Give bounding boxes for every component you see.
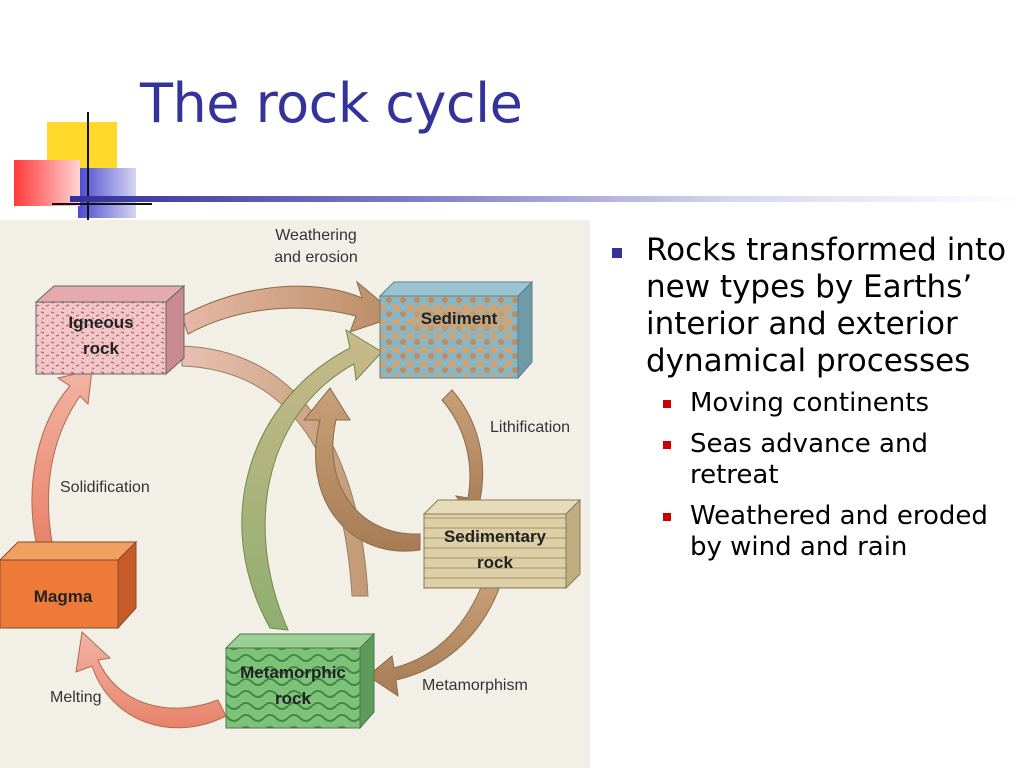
process-weathering-line1: Weathering xyxy=(275,227,357,244)
sedimentary-label-line1: Sedimentary xyxy=(444,527,547,546)
slide-title: The rock cycle xyxy=(140,72,523,135)
node-metamorphic-rock: Metamorphic rock xyxy=(224,632,376,730)
process-weathering-line2: and erosion xyxy=(274,249,358,266)
igneous-label-line2: rock xyxy=(83,339,119,358)
square-bullet-icon xyxy=(663,513,671,521)
metamorphic-label-line1: Metamorphic xyxy=(240,663,346,682)
igneous-label-line1: Igneous xyxy=(68,313,133,332)
title-underline xyxy=(70,196,1024,202)
magma-label: Magma xyxy=(34,587,93,606)
node-magma: Magma xyxy=(0,540,138,630)
sub-bullet-text: Weathered and eroded by wind and rain xyxy=(690,501,988,562)
sedimentary-label-line2: rock xyxy=(477,553,513,572)
sedimentary-weathering-arrow xyxy=(302,387,421,552)
process-lithification: Lithification xyxy=(490,419,570,436)
melting-arrow xyxy=(75,630,227,729)
sub-bullet: Seas advance and retreat xyxy=(608,429,1018,491)
sub-bullet-text: Moving continents xyxy=(690,388,929,418)
main-bullet: Rocks transformed into new types by Eart… xyxy=(608,232,1018,380)
decor-red-square xyxy=(14,160,80,206)
sediment-label: Sediment xyxy=(421,309,498,328)
sub-bullet: Weathered and eroded by wind and rain xyxy=(608,501,1018,563)
node-sediment: Sediment xyxy=(378,280,534,380)
node-sedimentary-rock: Sedimentary rock xyxy=(422,498,582,590)
decor-horizontal-line xyxy=(52,203,152,205)
process-melting: Melting xyxy=(50,689,102,706)
sub-bullet: Moving continents xyxy=(608,388,1018,419)
weathering-arrow-top xyxy=(181,280,400,335)
process-solidification: Solidification xyxy=(60,479,150,496)
sub-bullet-list: Moving continents Seas advance and retre… xyxy=(608,388,1018,563)
metamorphic-label-line2: rock xyxy=(275,689,311,708)
bullet-list: Rocks transformed into new types by Eart… xyxy=(608,232,1018,573)
square-bullet-icon xyxy=(612,248,622,258)
decor-vertical-line xyxy=(87,112,89,222)
square-bullet-icon xyxy=(663,441,671,449)
sub-bullet-text: Seas advance and retreat xyxy=(690,429,928,490)
node-igneous-rock: Igneous rock xyxy=(34,284,186,376)
main-bullet-text: Rocks transformed into new types by Eart… xyxy=(646,232,1007,379)
rock-cycle-diagram: Igneous rock Sediment Sedimentary rock M… xyxy=(0,220,590,768)
square-bullet-icon xyxy=(663,400,671,408)
process-metamorphism: Metamorphism xyxy=(422,677,528,694)
